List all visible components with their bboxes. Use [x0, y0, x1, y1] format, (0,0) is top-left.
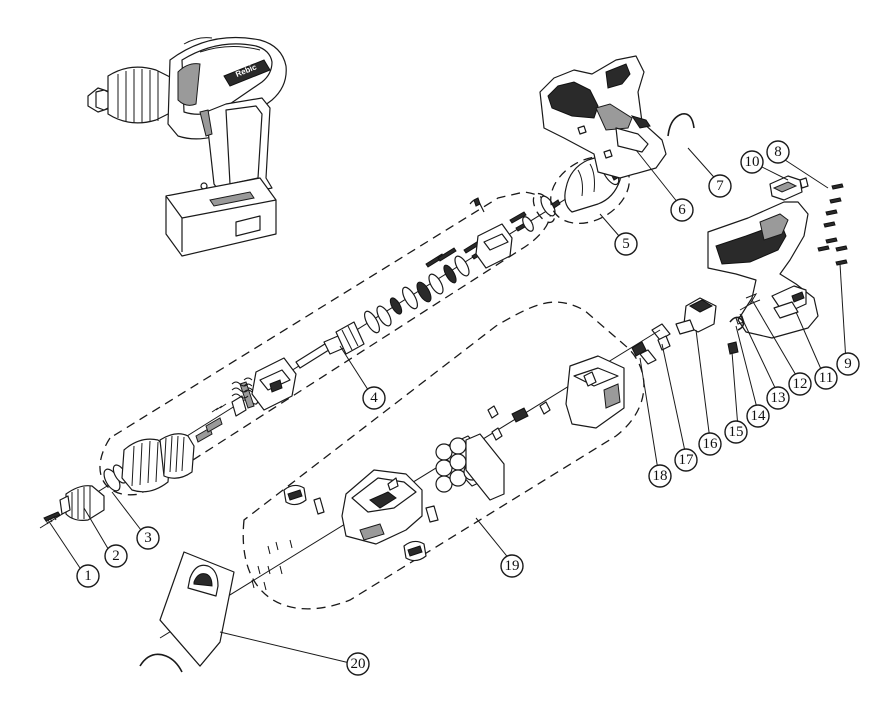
- spindle-shaft: [295, 321, 365, 369]
- callout-label: 8: [774, 144, 782, 160]
- battery-screws: [251, 539, 293, 591]
- callout-10: 10: [740, 150, 764, 174]
- callout-4: 4: [362, 386, 386, 410]
- callout-14: 14: [746, 404, 770, 428]
- part-8-screws: [817, 183, 848, 266]
- battery-pack-dashed-boundary: [242, 301, 645, 610]
- callout-label: 4: [370, 390, 378, 406]
- part-2-chuck: [59, 485, 105, 521]
- bracket-screws: [509, 211, 534, 232]
- callout-label: 9: [844, 356, 852, 372]
- clutch-ring: [121, 433, 195, 493]
- callout-1: 1: [76, 564, 100, 588]
- gearbox-assembly-dashed-boundary: [99, 191, 552, 496]
- callout-5: 5: [614, 232, 638, 256]
- part-7-wire: [667, 112, 695, 137]
- part-12-spring: [745, 292, 761, 306]
- part-16-terminal: [675, 297, 717, 335]
- callout-2: 2: [104, 544, 128, 568]
- callout-label: 17: [679, 452, 695, 468]
- battery-bottom-shell: [341, 469, 423, 545]
- part-6-housing-half: [539, 55, 667, 179]
- callout-label: 11: [819, 370, 833, 386]
- battery-latch-left: [283, 484, 307, 506]
- part-18-trigger: [631, 341, 657, 365]
- part-11-housing-half: [707, 201, 819, 339]
- callout-13: 13: [766, 386, 790, 410]
- battery-contacts: [487, 401, 551, 441]
- callout-6: 6: [670, 198, 694, 222]
- part-10-switch: [769, 175, 809, 201]
- callout-7: 7: [708, 174, 732, 198]
- callout-16: 16: [698, 432, 722, 456]
- callout-18: 18: [648, 464, 672, 488]
- planetary-gear-stack: [231, 377, 253, 399]
- callout-label: 18: [653, 468, 668, 484]
- ring-gears: [364, 255, 470, 334]
- callout-19: 19: [500, 554, 524, 578]
- callout-20: 20: [346, 652, 370, 676]
- part-14-wire-clip: [729, 316, 745, 331]
- motor-bracket: [469, 197, 513, 269]
- callout-label: 14: [751, 408, 767, 424]
- part-20-charger: [139, 551, 235, 673]
- callout-label: 20: [351, 656, 366, 672]
- leader-lines: [47, 147, 847, 665]
- callout-label: 15: [729, 424, 744, 440]
- callout-label: 16: [703, 436, 719, 452]
- callout-9: 9: [836, 352, 860, 376]
- callout-3: 3: [136, 526, 160, 550]
- part-15-spring: [727, 341, 739, 355]
- callout-label: 7: [716, 178, 724, 194]
- battery-spring: [313, 497, 325, 515]
- callout-11: 11: [814, 366, 838, 390]
- callout-15: 15: [724, 420, 748, 444]
- motor-pinion: [540, 195, 561, 217]
- battery-clip: [425, 505, 439, 523]
- callout-label: 3: [144, 530, 152, 546]
- assembled-drill-illustration: Rebic: [87, 37, 287, 257]
- callout-label: 5: [622, 236, 630, 252]
- callout-label: 13: [771, 390, 786, 406]
- callout-8: 8: [766, 140, 790, 164]
- callout-12: 12: [788, 372, 812, 396]
- part-17-switch-lever: [651, 323, 671, 351]
- battery-top-shell: [565, 355, 625, 429]
- callout-label: 19: [505, 558, 520, 574]
- callout-label: 12: [793, 376, 808, 392]
- callout-label: 6: [678, 202, 686, 218]
- callout-label: 2: [112, 548, 120, 564]
- part-1-screw: [43, 511, 61, 525]
- gear-housing: [239, 357, 297, 411]
- callout-label: 10: [745, 154, 760, 170]
- battery-cell-bundle: [435, 433, 505, 501]
- callout-17: 17: [674, 448, 698, 472]
- battery-latch-right: [403, 540, 427, 562]
- callout-label: 1: [84, 568, 92, 584]
